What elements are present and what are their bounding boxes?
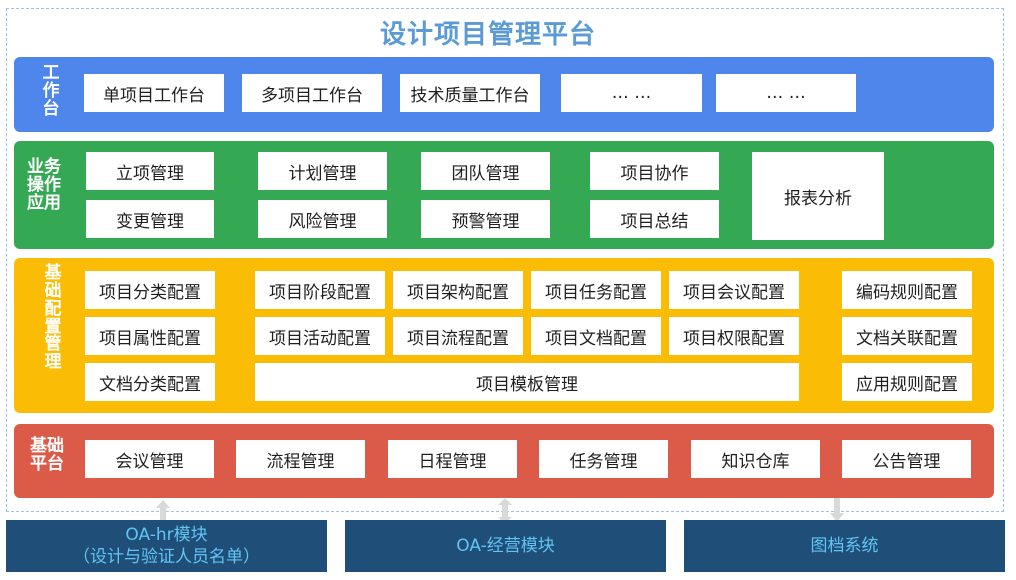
platform-item[interactable]: 流程管理: [236, 440, 365, 478]
config-item[interactable]: 文档关联配置: [842, 317, 972, 355]
business-item[interactable]: 计划管理: [258, 152, 387, 190]
external-system-oa-business[interactable]: OA-经营模块: [345, 520, 666, 572]
config-item[interactable]: 项目阶段配置: [255, 271, 385, 309]
config-item[interactable]: 编码规则配置: [842, 271, 972, 309]
business-item[interactable]: 项目协作: [590, 152, 719, 190]
external-system-name: OA-经营模块: [456, 535, 555, 556]
platform-item[interactable]: 公告管理: [842, 440, 971, 478]
config-item[interactable]: 项目权限配置: [669, 317, 799, 355]
external-system-note: （设计与验证人员名单）: [73, 547, 260, 567]
layer-business: 业务 操作 应用 立项管理 计划管理 团队管理 项目协作 报表分析 变更管理 风…: [14, 141, 994, 249]
external-system-name: 图档系统: [810, 535, 879, 556]
platform-item[interactable]: 会议管理: [85, 440, 214, 478]
workbench-item[interactable]: … …: [561, 74, 702, 112]
config-item[interactable]: 文档分类配置: [85, 363, 215, 401]
config-item[interactable]: 项目属性配置: [85, 317, 215, 355]
business-item[interactable]: 项目总结: [590, 200, 719, 238]
layer-workbench: 工 作 台 单项目工作台 多项目工作台 技术质量工作台 … … … …: [14, 57, 994, 132]
down-arrow-icon: [830, 498, 844, 522]
config-item[interactable]: 项目架构配置: [393, 271, 523, 309]
layer-config: 基 础 配 置 管 理 项目分类配置 项目阶段配置 项目架构配置 项目任务配置 …: [14, 258, 994, 413]
config-item[interactable]: 应用规则配置: [842, 363, 972, 401]
config-item[interactable]: 项目流程配置: [393, 317, 523, 355]
external-system-name: OA-hr模块: [125, 524, 208, 545]
workbench-item[interactable]: … …: [716, 74, 856, 112]
double-arrow-icon: [498, 498, 512, 524]
business-item[interactable]: 风险管理: [258, 200, 387, 238]
layer-label-business: 业务 操作 应用: [27, 157, 61, 213]
business-item[interactable]: 团队管理: [421, 152, 550, 190]
layer-platform: 基础 平台 会议管理 流程管理 日程管理 任务管理 知识仓库 公告管理: [14, 424, 994, 498]
layer-label-workbench: 工 作 台: [42, 63, 60, 119]
workbench-item[interactable]: 技术质量工作台: [400, 74, 540, 112]
platform-item[interactable]: 知识仓库: [691, 440, 820, 478]
diagram-title: 设计项目管理平台: [379, 20, 596, 50]
config-item[interactable]: 项目活动配置: [255, 317, 385, 355]
platform-item[interactable]: 任务管理: [539, 440, 668, 478]
config-item-wide[interactable]: 项目模板管理: [255, 363, 799, 401]
business-item[interactable]: 报表分析: [752, 152, 884, 240]
workbench-item[interactable]: 单项目工作台: [84, 74, 224, 112]
config-item[interactable]: 项目任务配置: [531, 271, 661, 309]
platform-item[interactable]: 日程管理: [388, 440, 517, 478]
config-item[interactable]: 项目会议配置: [669, 271, 799, 309]
layer-label-config: 基 础 配 置 管 理: [44, 263, 62, 373]
business-item[interactable]: 预警管理: [421, 200, 550, 238]
business-item[interactable]: 立项管理: [86, 152, 214, 190]
config-item[interactable]: 项目分类配置: [85, 271, 215, 309]
business-item[interactable]: 变更管理: [86, 200, 214, 238]
up-arrow-icon: [156, 500, 170, 522]
external-system-oa-hr[interactable]: OA-hr模块 （设计与验证人员名单）: [6, 520, 327, 572]
config-item[interactable]: 项目文档配置: [531, 317, 661, 355]
layer-label-platform: 基础 平台: [30, 436, 64, 474]
workbench-item[interactable]: 多项目工作台: [242, 74, 382, 112]
external-system-drawing-archive[interactable]: 图档系统: [684, 520, 1005, 572]
